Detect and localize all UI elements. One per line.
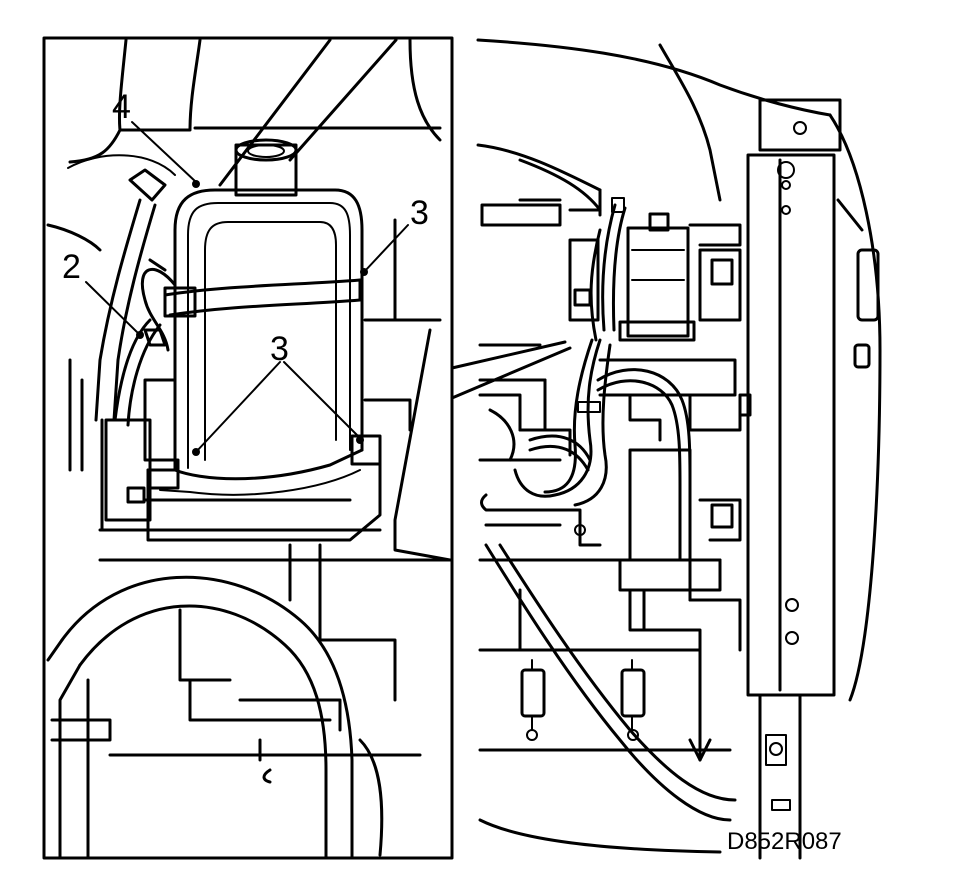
figure-code: D852R087 — [727, 828, 842, 855]
mounting-bracket — [143, 434, 382, 542]
detail-pointer — [450, 340, 572, 400]
lower-components — [478, 448, 742, 854]
callout-4: 4 — [112, 88, 131, 126]
reservoir-strap — [163, 278, 362, 297]
hose-2 — [94, 168, 167, 422]
mount-bolt-left — [148, 458, 180, 490]
mount-bolt-right — [350, 434, 382, 466]
chassis-rail — [746, 98, 882, 860]
inset-frame — [42, 36, 454, 860]
reservoir-overview — [589, 197, 696, 342]
detail-inset: 4 2 3 3 — [42, 36, 454, 860]
coolant-hose-bottom — [46, 575, 354, 860]
callout-3-top: 3 — [410, 194, 429, 232]
callout-3-mid: 3 — [270, 330, 289, 368]
engine-components — [478, 198, 752, 462]
inset-background-structure — [46, 38, 452, 857]
wiring-harness — [104, 267, 177, 522]
fluid-reservoir — [163, 138, 364, 472]
callout-2: 2 — [62, 248, 81, 286]
engine-bay-overview: D852R087 — [476, 38, 882, 860]
leader-lines — [85, 121, 409, 456]
